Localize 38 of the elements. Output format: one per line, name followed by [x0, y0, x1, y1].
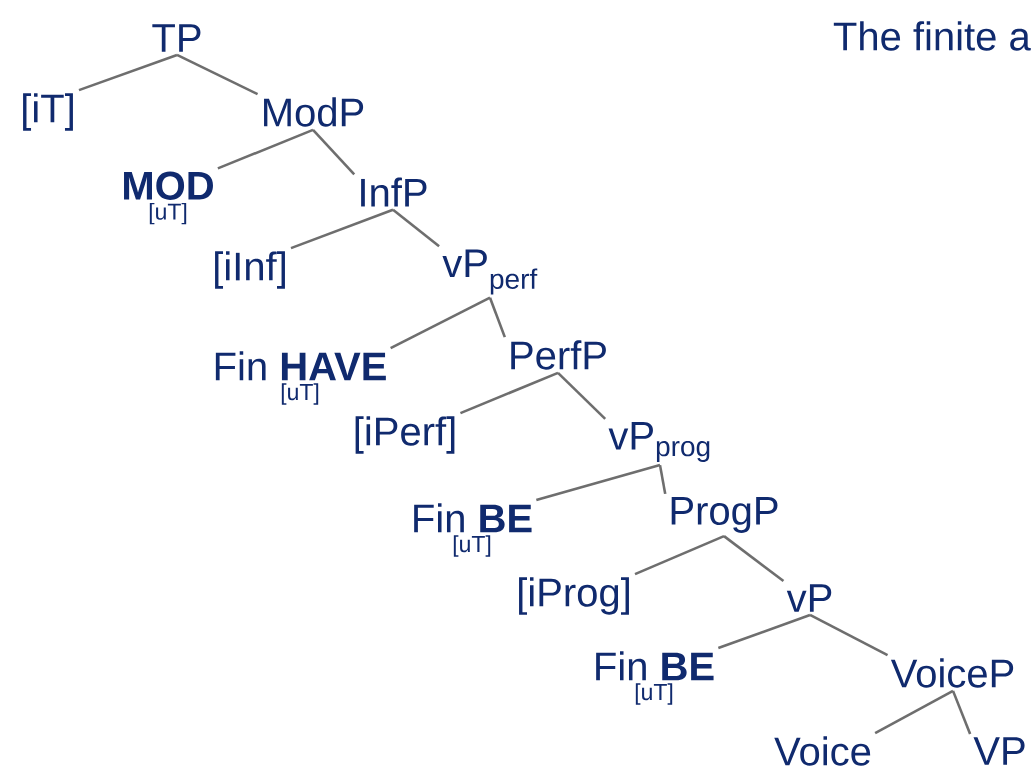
tree-branch: [176, 53, 259, 96]
tree-label: [iInf]: [215, 251, 285, 289]
tree-branch: [390, 296, 491, 350]
tree-label: ProgP: [671, 497, 778, 533]
tree-branch: [634, 534, 725, 576]
tree-branch: [874, 689, 954, 735]
tree-label: [iProg]: [519, 577, 629, 615]
tree-branch: [217, 128, 314, 170]
tree-label: vP$_{perf}$: [442, 249, 538, 295]
heading-text: The finite a: [833, 21, 1031, 51]
tree-branch: [392, 208, 440, 248]
tree-branch: [535, 463, 661, 502]
tree-label: [iT]: [23, 93, 73, 131]
tree-label: Fin BE [uT]: [596, 651, 714, 705]
tree-label: Fin HAVE [uT]: [215, 351, 386, 405]
tree-label: vP: [786, 584, 832, 612]
tree-label: TP: [152, 24, 201, 52]
tree-branch: [951, 690, 972, 735]
tree-label: [iPerf]: [355, 416, 455, 454]
tree-label: Voice: [774, 736, 871, 766]
tree-label: vP$_{prog}$: [608, 422, 710, 462]
tree-branch: [658, 464, 667, 495]
tree-label: PerfP: [511, 340, 606, 370]
tree-label: Fin BE [uT]: [414, 503, 532, 557]
tree-branch: [312, 129, 356, 176]
tree-label: VP: [973, 737, 1025, 765]
tree-branch: [723, 535, 785, 583]
tree-branch: [809, 613, 889, 657]
tree-branch: [557, 371, 607, 420]
tree-branch: [78, 53, 178, 92]
tree-label: MOD [uT]: [124, 171, 213, 225]
tree-branch: [459, 371, 559, 415]
tree-branch: [717, 613, 811, 650]
tree-label: VoiceP: [890, 658, 1014, 688]
tree-label: ModP: [264, 97, 364, 127]
tree-branch: [488, 297, 506, 338]
tree-branch: [290, 208, 394, 250]
tree-label: InfP: [361, 177, 427, 207]
